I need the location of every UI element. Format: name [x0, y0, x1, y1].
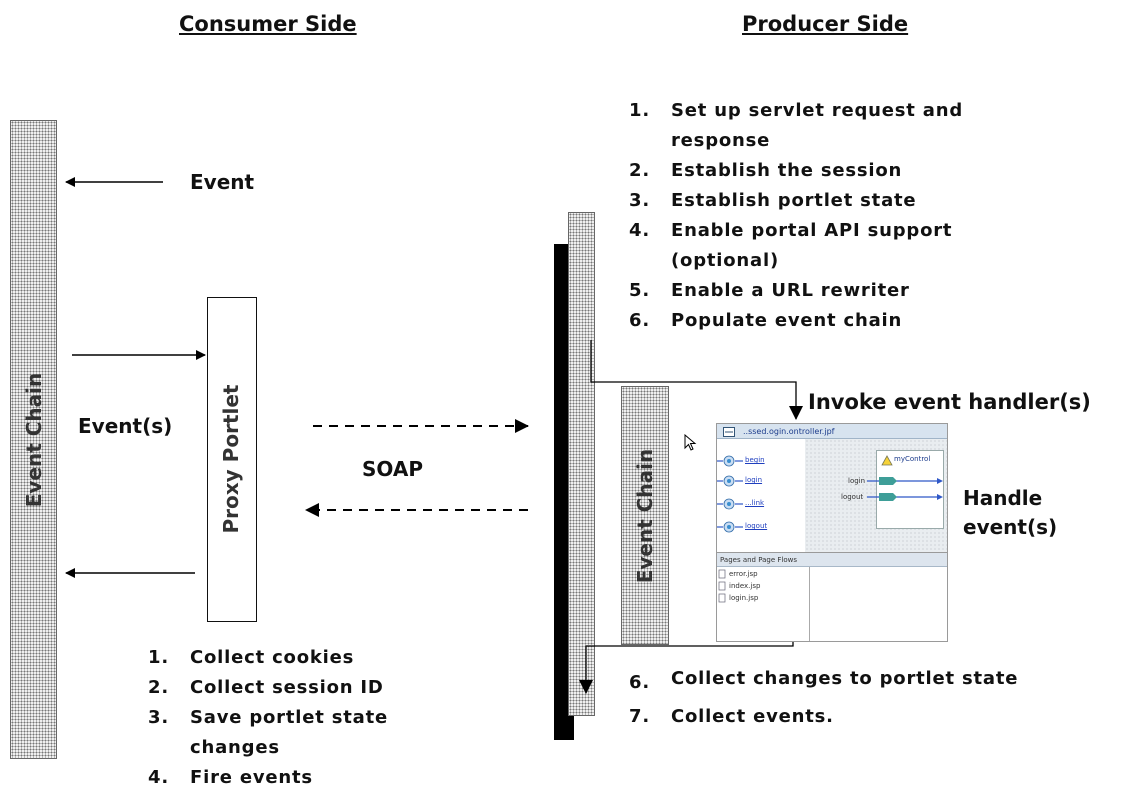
step-number: 1.: [148, 647, 169, 668]
pageflow-icon: [723, 427, 735, 437]
step-text: Collect session ID: [190, 677, 384, 698]
ide-panel-divider: [809, 567, 810, 641]
step-number: 5.: [629, 280, 650, 301]
step-number: 4.: [629, 220, 650, 241]
proxy-portlet-box: Proxy Portlet: [207, 297, 257, 622]
ide-control-name: myControl: [894, 455, 931, 463]
ide-port-login: login: [848, 477, 866, 485]
step-number: 2.: [629, 160, 650, 181]
jsp-file-icons: [718, 569, 726, 603]
step-text: Save portlet state changes: [190, 707, 388, 758]
ide-screenshot: ..ssed.ogin.ontroller.jpf myControl begi…: [716, 423, 948, 642]
step-text: Fire events: [190, 767, 313, 788]
step-number: 3.: [148, 707, 169, 728]
step-text: Collect cookies: [190, 647, 355, 668]
event-label: Event: [190, 170, 255, 194]
producer-request-bar: [568, 212, 595, 716]
step-text: Set up servlet request and response: [671, 100, 964, 151]
step-number: 4.: [148, 767, 169, 788]
invoke-handler-path: [590, 340, 803, 420]
ide-action-login: login: [745, 476, 763, 484]
list-item: 6. Populate event chain: [629, 306, 1009, 336]
producer-event-chain-bar: Event Chain: [621, 386, 669, 645]
list-item: 6. Collect changes to portlet state: [629, 664, 1069, 702]
step-text: Collect changes to portlet state: [671, 668, 1019, 689]
ide-action-begin: begin: [745, 456, 765, 464]
list-item: 3. Save portlet state changes: [148, 703, 448, 763]
consumer-side-heading: Consumer Side: [179, 12, 357, 36]
invoke-handler-label: Invoke event handler(s): [808, 390, 1091, 414]
step-number: 2.: [148, 677, 169, 698]
list-item: 1. Set up servlet request and response: [629, 96, 1009, 156]
step-number: 7.: [629, 706, 650, 727]
ide-file-login: login.jsp: [729, 594, 759, 602]
step-text: Establish the session: [671, 160, 903, 181]
step-number: 3.: [629, 190, 650, 211]
step-text: Enable portal API support (optional): [671, 220, 953, 271]
ide-file-tab: ..ssed.ogin.ontroller.jpf: [717, 424, 947, 439]
mouse-cursor-icon: [684, 434, 697, 451]
step-text: Populate event chain: [671, 310, 903, 331]
events-label: Event(s): [78, 414, 173, 438]
consumer-steps: 1. Collect cookies 2. Collect session ID 3…: [148, 643, 448, 793]
ide-action-link: ...link: [745, 499, 765, 507]
list-item: 7. Collect events.: [629, 702, 1069, 732]
port-arrows: [867, 477, 943, 501]
ide-pages-title: Pages and Page Flows: [717, 553, 947, 567]
ide-file-error: error.jsp: [729, 570, 758, 578]
action-links: [717, 455, 743, 533]
producer-side-heading: Producer Side: [742, 12, 909, 36]
list-item: 3. Establish portlet state: [629, 186, 1009, 216]
list-item: 2. Collect session ID: [148, 673, 448, 703]
warning-icon: [881, 455, 893, 466]
step-number: 1.: [629, 100, 650, 121]
step-number: 6.: [629, 310, 650, 331]
ide-port-logout: logout: [841, 493, 864, 501]
producer-setup-steps: 1. Set up servlet request and response 2.…: [629, 96, 1009, 336]
list-item: 2. Establish the session: [629, 156, 1009, 186]
list-item: 4. Fire events: [148, 763, 448, 793]
ide-pages-panel: Pages and Page Flows error.jsp index.jsp…: [717, 552, 947, 641]
step-number: 6.: [629, 672, 650, 693]
handle-events-label: Handle event(s): [963, 484, 1123, 542]
list-item: 1. Collect cookies: [148, 643, 448, 673]
list-item: 4. Enable portal API support (optional): [629, 216, 1009, 276]
list-item: 5. Enable a URL rewriter: [629, 276, 1009, 306]
consumer-event-chain-bar: Event Chain: [10, 120, 57, 759]
step-text: Enable a URL rewriter: [671, 280, 910, 301]
soap-label: SOAP: [362, 457, 424, 481]
step-text: Establish portlet state: [671, 190, 917, 211]
ide-file-index: index.jsp: [729, 582, 761, 590]
producer-finish-steps: 6. Collect changes to portlet state 7. Col…: [629, 664, 1069, 732]
step-text: Collect events.: [671, 706, 834, 727]
handle-events-text: Handle event(s): [963, 486, 1058, 539]
ide-action-logout: logout: [745, 522, 768, 530]
